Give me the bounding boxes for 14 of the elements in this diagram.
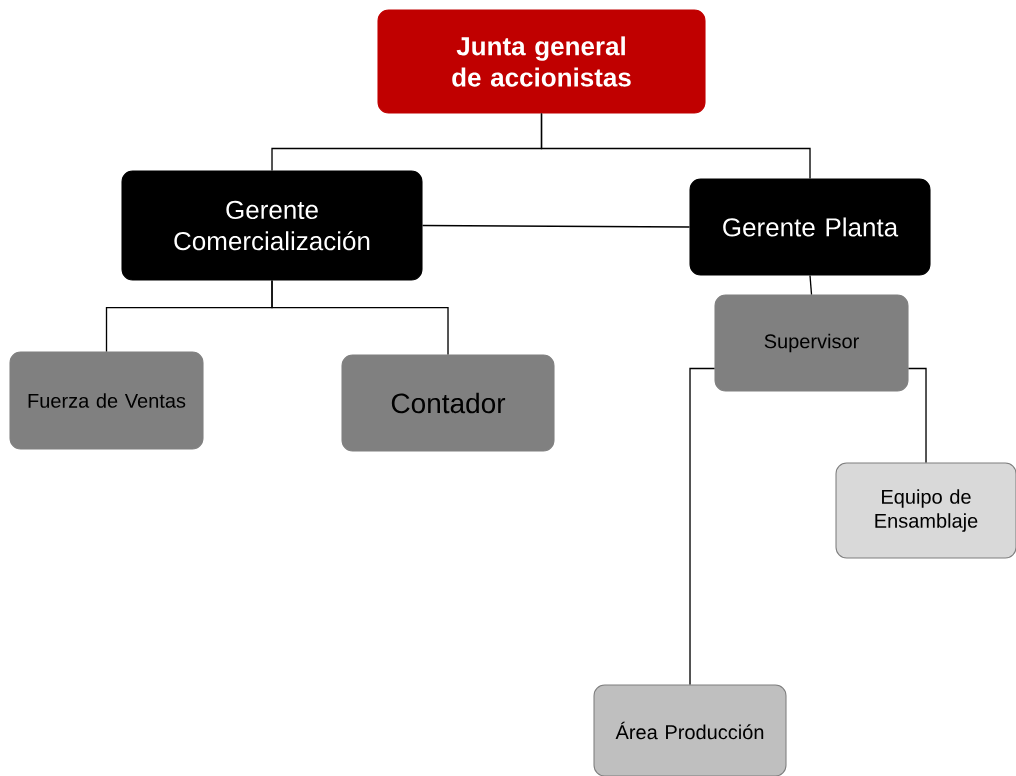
- connector-line: [271, 279, 449, 356]
- staff-box: Contador: [341, 354, 555, 452]
- staff-box: Supervisor: [714, 294, 909, 392]
- team-box: Área Producción: [593, 684, 787, 776]
- connector-line: [907, 367, 927, 464]
- connector-line: [421, 224, 691, 228]
- connector-line: [689, 367, 716, 686]
- manager-box: Gerente Planta: [689, 178, 931, 276]
- manager-box: Gerente Comercialización: [121, 170, 423, 281]
- connector-line: [809, 274, 813, 296]
- staff-box: Fuerza de Ventas: [9, 351, 204, 450]
- team-box: Equipo de Ensamblaje: [835, 462, 1016, 559]
- title-box: Junta general de accionistas: [377, 9, 706, 114]
- connector-line: [540, 112, 811, 180]
